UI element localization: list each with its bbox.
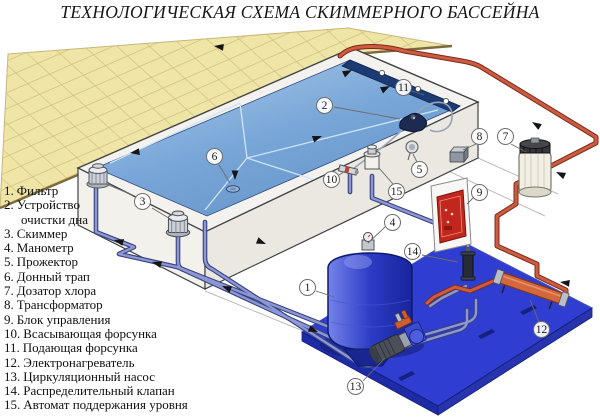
distribution-valve xyxy=(460,247,476,281)
legend-item-number: 14. xyxy=(4,383,21,399)
callout-9: 9 xyxy=(471,184,488,201)
legend-item-label: Манометр xyxy=(16,240,74,256)
level-control-device xyxy=(363,144,381,170)
legend-item: 12.Электронагреватель xyxy=(4,354,216,370)
callout-leaders xyxy=(105,90,540,382)
legend-item: 7.Дозатор хлора xyxy=(4,283,216,299)
bottom-drain xyxy=(226,185,240,193)
callout-3: 3 xyxy=(134,193,151,210)
pressure-gauge xyxy=(363,232,373,242)
legend-item: 14.Распределительный клапан xyxy=(4,384,216,398)
callout-6: 6 xyxy=(206,148,223,165)
legend-item: 10.Всасывающая форсунка xyxy=(4,325,216,341)
legend-item-number: 13. xyxy=(4,368,21,384)
legend-item: 13.Циркуляционный насос xyxy=(4,368,216,384)
legend-item-number: 7. xyxy=(4,283,14,299)
legend-item-number: 11. xyxy=(4,340,20,356)
legend-item: 15.Автомат поддержания уровня xyxy=(4,398,216,412)
circulation-pump xyxy=(369,309,427,364)
legend-item: 8.Трансформатор xyxy=(4,298,216,312)
legend-list: 1.Фильтр 2.Устройство очистки дна 3.Ским… xyxy=(4,183,216,413)
legend-item: 9.Блок управления xyxy=(4,311,216,327)
legend-item-label: Блок управления xyxy=(16,311,111,327)
legend-item: 1.Фильтр xyxy=(4,183,216,198)
underwater-light xyxy=(405,140,419,161)
callout-5: 5 xyxy=(411,161,428,178)
legend-item-label: Трансформатор xyxy=(16,297,103,313)
callout-2: 2 xyxy=(316,97,333,114)
suction-nozzle xyxy=(337,164,359,176)
legend-item: 5.Прожектор xyxy=(4,255,216,269)
callout-13: 13 xyxy=(347,378,364,395)
legend-item-number: 2. xyxy=(4,197,14,213)
callout-14: 14 xyxy=(404,243,421,260)
legend-item-number: 4. xyxy=(4,240,14,256)
callout-8: 8 xyxy=(471,128,488,145)
legend-item-label: Скиммер xyxy=(16,225,68,241)
legend-item-label: Автомат поддержания уровня xyxy=(23,397,188,413)
legend-item-number: 6. xyxy=(4,268,14,284)
legend-item: 2.Устройство очистки дна xyxy=(4,198,125,227)
legend-item-number: 1. xyxy=(4,183,14,198)
legend-item-number: 10. xyxy=(4,325,21,341)
callout-12: 12 xyxy=(533,321,550,338)
legend-item: 3.Скиммер xyxy=(4,225,216,241)
legend-item-label: Донный трап xyxy=(16,268,90,284)
chlorine-dispenser xyxy=(518,137,552,198)
legend-item-label: Подающая форсунка xyxy=(22,340,138,356)
legend-item-label: Циркуляционный насос xyxy=(23,368,155,384)
legend-item-number: 15. xyxy=(4,397,21,413)
legend-item-label: Всасывающая форсунка xyxy=(23,325,157,341)
transformer xyxy=(449,145,469,164)
legend-item-label: Распределительный клапан xyxy=(23,383,175,399)
legend-item-label: Электронагреватель xyxy=(23,354,135,370)
legend-item-label: Устройство очистки дна xyxy=(16,197,88,227)
legend-item-number: 12. xyxy=(4,354,21,370)
legend-item: 6.Донный трап xyxy=(4,268,216,284)
electric-heater xyxy=(492,268,570,310)
legend-item-label: Фильтр xyxy=(16,183,59,198)
control-box xyxy=(430,177,472,253)
legend-item: 4.Манометр xyxy=(4,241,216,255)
legend-item-number: 5. xyxy=(4,254,14,270)
callout-7: 7 xyxy=(497,128,514,145)
legend-item-label: Прожектор xyxy=(16,254,79,270)
legend-item-number: 8. xyxy=(4,297,14,313)
legend-item-number: 3. xyxy=(4,225,14,241)
supply-pipes xyxy=(337,44,599,306)
callout-1: 1 xyxy=(299,279,316,296)
supply-nozzles xyxy=(379,70,449,104)
skimmer-2 xyxy=(165,210,191,238)
skimmer-1 xyxy=(86,163,110,189)
legend-item-number: 9. xyxy=(4,311,14,327)
legend-item: 11.Подающая форсунка xyxy=(4,341,216,355)
callout-10: 10 xyxy=(323,171,340,188)
callout-4: 4 xyxy=(384,214,401,231)
legend-item-label: Дозатор хлора xyxy=(16,283,97,299)
callout-11: 11 xyxy=(395,79,412,96)
callout-15: 15 xyxy=(388,183,405,200)
page-title: ТЕХНОЛОГИЧЕСКАЯ СХЕМА СКИММЕРНОГО БАССЕЙ… xyxy=(60,2,540,22)
